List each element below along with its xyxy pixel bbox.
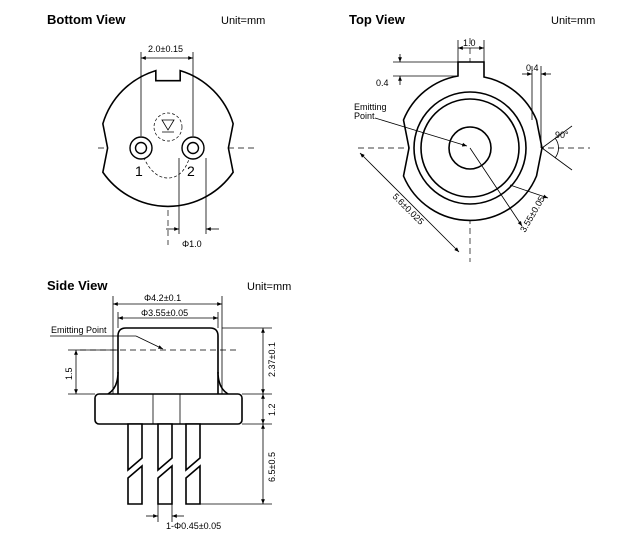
top-view: Emitting Point 1.0 0.4 0.4 90° 5.6±0.025… xyxy=(354,38,590,262)
bottom-view: 1 2 2.0±0.15 Φ1.0 xyxy=(98,44,258,249)
pin-2 xyxy=(186,141,200,155)
notch-depth-left-label: 0.4 xyxy=(376,78,389,88)
lead-1-end xyxy=(127,464,143,505)
bottom-header-body xyxy=(102,69,234,208)
flange-thickness-label: 1.2 xyxy=(267,403,277,416)
pin-1 xyxy=(134,141,148,155)
side-flange xyxy=(94,393,243,425)
top-emitting-label-2: Point xyxy=(354,111,375,121)
bottom-hidden-arc xyxy=(139,147,193,179)
top-view-unit: Unit=mm xyxy=(551,15,596,27)
lead-length-label: 6.5±0.5 xyxy=(267,452,277,482)
side-view: Φ4.2±0.1 Φ3.55±0.05 Emitting Point 1.5 2… xyxy=(50,293,277,531)
notch-depth-right-label: 0.4 xyxy=(526,63,539,73)
bottom-view-title: Bottom View xyxy=(47,12,126,27)
angle-label: 90° xyxy=(555,130,569,140)
side-view-unit: Unit=mm xyxy=(247,281,292,293)
diode-symbol-icon xyxy=(161,119,175,133)
lead-dia-label: 1-Φ0.45±0.05 xyxy=(166,521,221,531)
emit-height-label: 1.5 xyxy=(64,367,74,380)
lead-2 xyxy=(157,423,173,472)
pin-1-label: 1 xyxy=(135,163,143,179)
bottom-hidden-circle xyxy=(153,112,183,142)
pin-dia-label: Φ1.0 xyxy=(182,239,202,249)
notch-width-label: 1.0 xyxy=(463,38,476,48)
lead-3-end xyxy=(185,464,201,505)
lead-1 xyxy=(127,423,143,472)
side-emitting-label: Emitting Point xyxy=(51,325,107,335)
top-emitting-label-1: Emitting xyxy=(354,102,387,112)
top-view-title: Top View xyxy=(349,12,405,27)
bottom-view-unit: Unit=mm xyxy=(221,15,266,27)
lead-2-end xyxy=(157,464,173,505)
pin-2-label: 2 xyxy=(187,163,195,179)
side-cap xyxy=(117,327,219,394)
cap-dia-label: 3.55±0.05 xyxy=(518,194,547,234)
cap-height-label: 2.37±0.1 xyxy=(267,342,277,377)
cap-outer-dia-label: Φ4.2±0.1 xyxy=(144,293,181,303)
side-view-title: Side View xyxy=(47,278,108,293)
lead-3 xyxy=(185,423,201,472)
side-leads xyxy=(127,423,201,505)
side-cap-skirt xyxy=(107,371,229,395)
cap-inner-dia-label: Φ3.55±0.05 xyxy=(141,308,188,318)
pin-spacing-label: 2.0±0.15 xyxy=(148,44,183,54)
